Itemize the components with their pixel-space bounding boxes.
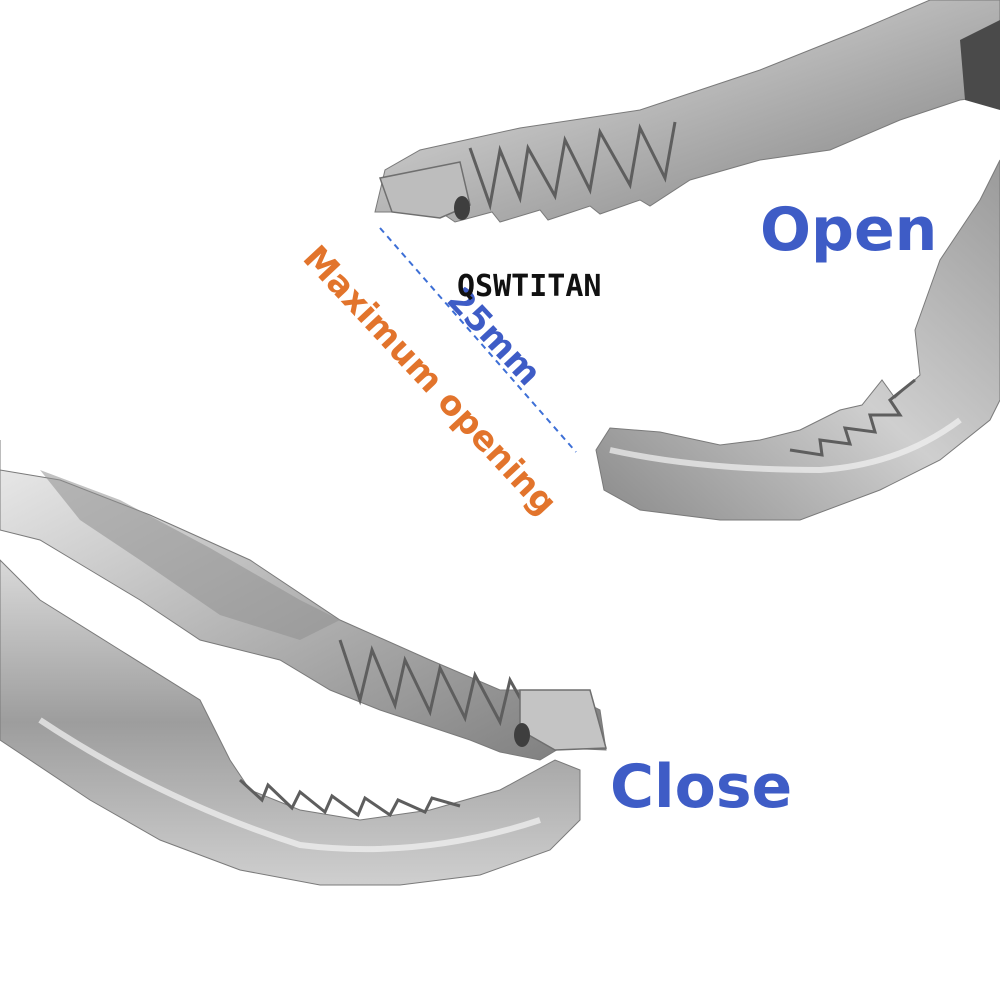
close-lower-teeth: [238, 778, 461, 818]
close-upper-pin: [514, 723, 530, 747]
dashed-dimension-line-icon: [379, 227, 577, 453]
open-label: Open: [760, 195, 938, 265]
close-upper-tip: [519, 689, 607, 751]
close-inner-gap: [40, 470, 340, 640]
brand-label: QSWTITAN: [457, 269, 602, 304]
open-lower-teeth: [789, 378, 916, 457]
close-label: Close: [610, 752, 793, 822]
open-hinge: [960, 20, 1000, 110]
open-lower-highlight: [609, 417, 962, 474]
close-lower-highlight: [38, 717, 541, 853]
open-lower-jaw: [595, 159, 1000, 521]
open-upper-jaw: [374, 0, 1000, 223]
open-upper-pin: [454, 196, 470, 220]
close-upper-teeth: [338, 639, 537, 727]
close-lower-jaw: [0, 559, 581, 886]
open-upper-teeth: [468, 121, 677, 211]
